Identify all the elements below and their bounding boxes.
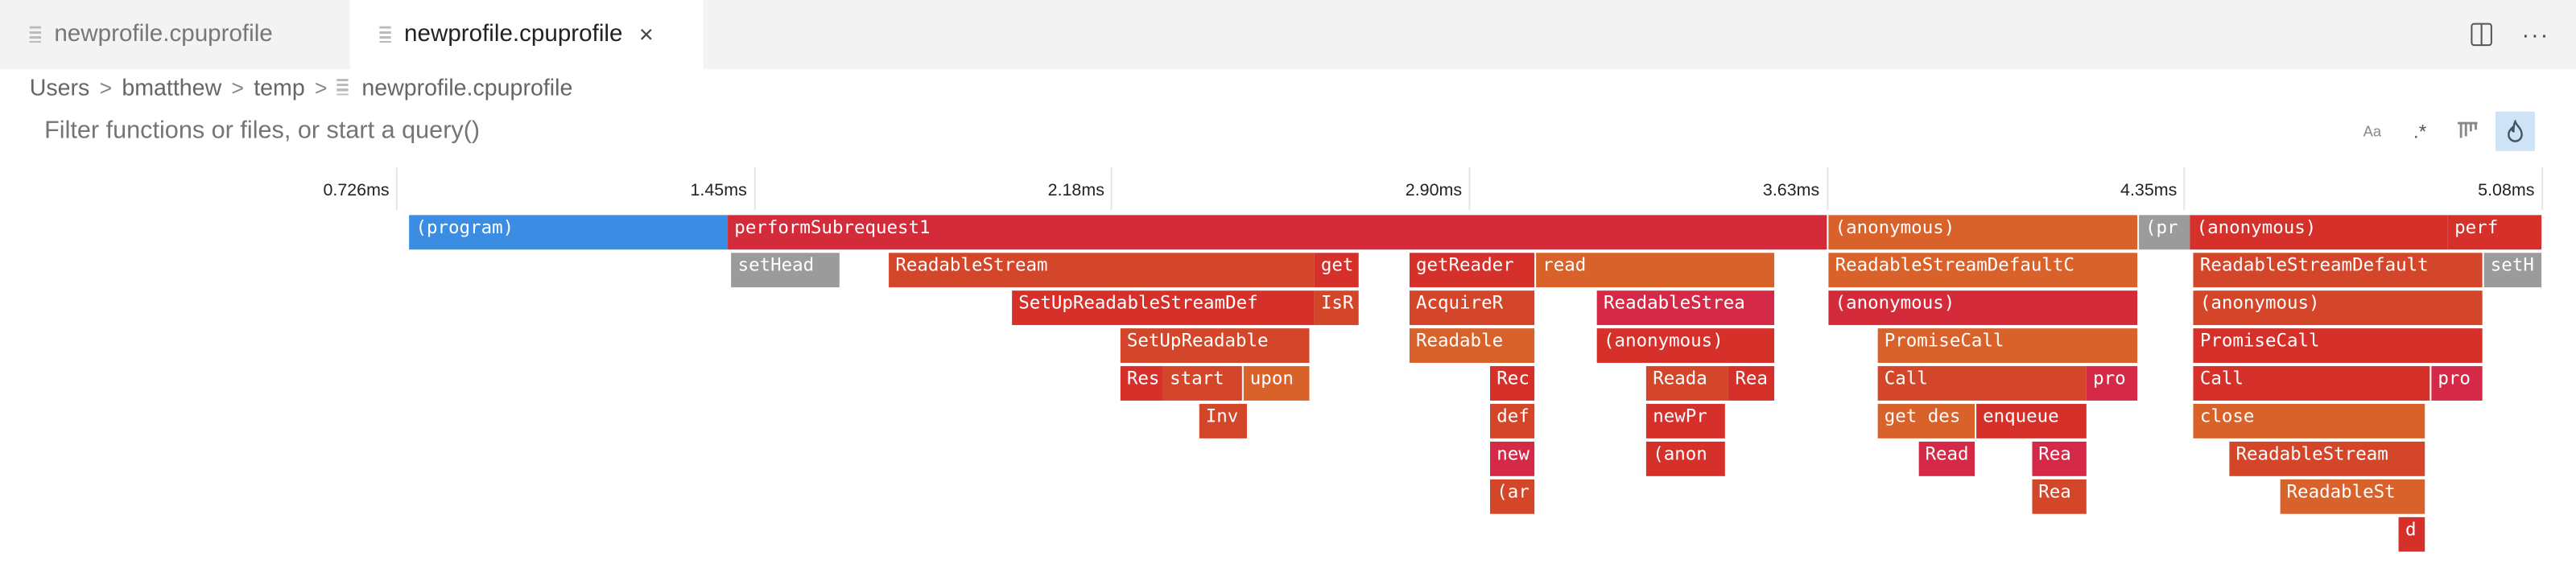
flame-bar[interactable]: (anonymous) <box>1828 215 2138 250</box>
left-heavy-icon[interactable] <box>2448 112 2487 151</box>
axis-tick-line <box>1826 167 1828 211</box>
flame-bar[interactable]: newPr <box>1646 404 1724 438</box>
breadcrumb: Users > bmatthew > temp > newprofile.cpu… <box>30 74 573 101</box>
chevron-right-icon: > <box>314 74 328 100</box>
flame-bar[interactable]: setHead <box>731 253 839 288</box>
tab-label: newprofile.cpuprofile <box>54 21 273 48</box>
axis-tick-line <box>2541 167 2543 211</box>
flame-bar[interactable]: get <box>1314 253 1360 288</box>
flame-bar[interactable]: Rea <box>2032 441 2086 476</box>
flame-bar[interactable]: IsR <box>1314 290 1360 326</box>
flame-bar[interactable]: pro <box>2431 366 2483 401</box>
flame-bar[interactable]: (ar <box>1490 479 1536 514</box>
flame-bar[interactable]: SetUpReadable <box>1120 328 1311 364</box>
flame-icon[interactable] <box>2495 111 2535 151</box>
flame-bar[interactable]: Rea <box>1728 366 1775 401</box>
time-axis: 0.726ms 1.45ms 2.18ms 2.90ms 3.63ms 4.35ms 5.0… <box>0 164 2576 213</box>
filter-toolbar: Aa .* <box>2352 111 2543 151</box>
flame-bar[interactable]: AcquireR <box>1409 290 1536 326</box>
flame-bar[interactable]: setH <box>2483 253 2543 288</box>
flame-bar[interactable]: PromiseCall <box>2193 328 2483 364</box>
file-icon <box>29 26 42 43</box>
tab-label: newprofile.cpuprofile <box>404 21 623 48</box>
tab-bar: newprofile.cpuprofile newprofile.cpuprof… <box>0 0 2576 69</box>
file-icon <box>379 26 391 43</box>
flame-bar[interactable]: perf <box>2447 215 2543 250</box>
breadcrumb-users[interactable]: Users <box>29 73 90 101</box>
flame-bar[interactable]: Rec <box>1490 366 1536 401</box>
match-case-icon[interactable]: Aa <box>2363 123 2382 140</box>
flame-bar[interactable]: (program) <box>409 215 728 250</box>
axis-tick-label: 5.08ms <box>2478 180 2535 200</box>
axis-tick-label: 4.35ms <box>2120 180 2178 200</box>
flame-bar[interactable]: ReadableStreamDefault <box>2193 253 2483 288</box>
flame-bar[interactable]: Rea <box>2032 479 2086 514</box>
axis-tick-label: 3.63ms <box>1762 180 1820 200</box>
flame-bar[interactable]: Reada <box>1646 366 1728 401</box>
chevron-right-icon: > <box>231 74 244 100</box>
flame-bar[interactable]: upon <box>1243 366 1311 401</box>
axis-tick-line <box>753 167 756 211</box>
regex-icon[interactable]: .* <box>2413 119 2427 143</box>
axis-tick-label: 2.90ms <box>1405 180 1463 200</box>
flame-bar[interactable]: d <box>2398 516 2426 552</box>
flame-bar[interactable]: read <box>1536 253 1775 288</box>
flame-bar[interactable]: ReadableStrea <box>1596 290 1775 326</box>
flame-bar[interactable]: Inv <box>1199 404 1248 438</box>
flame-bar[interactable]: close <box>2193 404 2426 438</box>
flame-bar[interactable]: ReadableStream <box>889 253 1314 288</box>
more-actions-icon[interactable]: ··· <box>2521 21 2550 48</box>
flame-bar[interactable]: SetUpReadableStreamDef <box>1012 290 1314 326</box>
flame-bar[interactable]: (pr <box>2138 215 2190 250</box>
breadcrumb-temp[interactable]: temp <box>254 73 305 101</box>
axis-tick-line <box>395 167 398 211</box>
flame-graph[interactable]: (program)performSubrequest1(anonymous)(p… <box>0 215 2576 576</box>
flame-bar[interactable]: performSubrequest1 <box>728 215 1828 250</box>
flame-bar[interactable]: ReadableStream <box>2229 441 2426 476</box>
axis-tick-line <box>1468 167 1471 211</box>
flame-bar[interactable]: (anonymous) <box>2190 215 2447 250</box>
flame-bar[interactable]: ReadableStreamDefaultC <box>1828 253 2138 288</box>
flame-bar[interactable]: ReadableSt <box>2280 479 2426 514</box>
flame-bar[interactable]: pro <box>2086 366 2138 401</box>
flame-bar[interactable]: (anonymous) <box>2193 290 2483 326</box>
breadcrumb-bmatthew[interactable]: bmatthew <box>122 73 222 101</box>
flame-bar[interactable]: PromiseCall <box>1877 328 2138 364</box>
flame-bar[interactable]: Readable <box>1409 328 1536 364</box>
file-icon <box>336 78 349 96</box>
flame-bar[interactable]: Call <box>1877 366 2086 401</box>
axis-tick-label: 0.726ms <box>323 180 390 200</box>
flame-bar[interactable]: (anon <box>1646 441 1724 476</box>
axis-tick-line <box>2183 167 2186 211</box>
flame-bar[interactable]: getReader <box>1409 253 1536 288</box>
flame-bar[interactable]: start <box>1162 366 1243 401</box>
axis-tick-line <box>1111 167 1113 211</box>
flame-bar[interactable]: def <box>1490 404 1536 438</box>
flame-bar[interactable]: Call <box>2193 366 2431 401</box>
flame-bar[interactable]: Read <box>1918 441 1975 476</box>
flame-bar[interactable]: get des <box>1877 404 1975 438</box>
flame-bar[interactable]: (anonymous) <box>1596 328 1775 364</box>
axis-tick-label: 1.45ms <box>690 180 747 200</box>
filter-input[interactable] <box>44 116 1195 145</box>
breadcrumb-file[interactable]: newprofile.cpuprofile <box>361 73 573 101</box>
flame-bar[interactable]: new <box>1490 441 1536 476</box>
tab-newprofile-active[interactable]: newprofile.cpuprofile × <box>349 0 704 69</box>
flame-bar[interactable]: Res <box>1120 366 1162 401</box>
tab-newprofile-inactive[interactable]: newprofile.cpuprofile <box>0 0 350 69</box>
flame-bar[interactable]: enqueue <box>1975 404 2086 438</box>
split-editor-icon[interactable] <box>2471 23 2492 47</box>
chevron-right-icon: > <box>99 74 113 100</box>
flame-bar[interactable]: (anonymous) <box>1828 290 2138 326</box>
axis-tick-label: 2.18ms <box>1047 180 1104 200</box>
close-tab-icon[interactable]: × <box>638 20 654 49</box>
